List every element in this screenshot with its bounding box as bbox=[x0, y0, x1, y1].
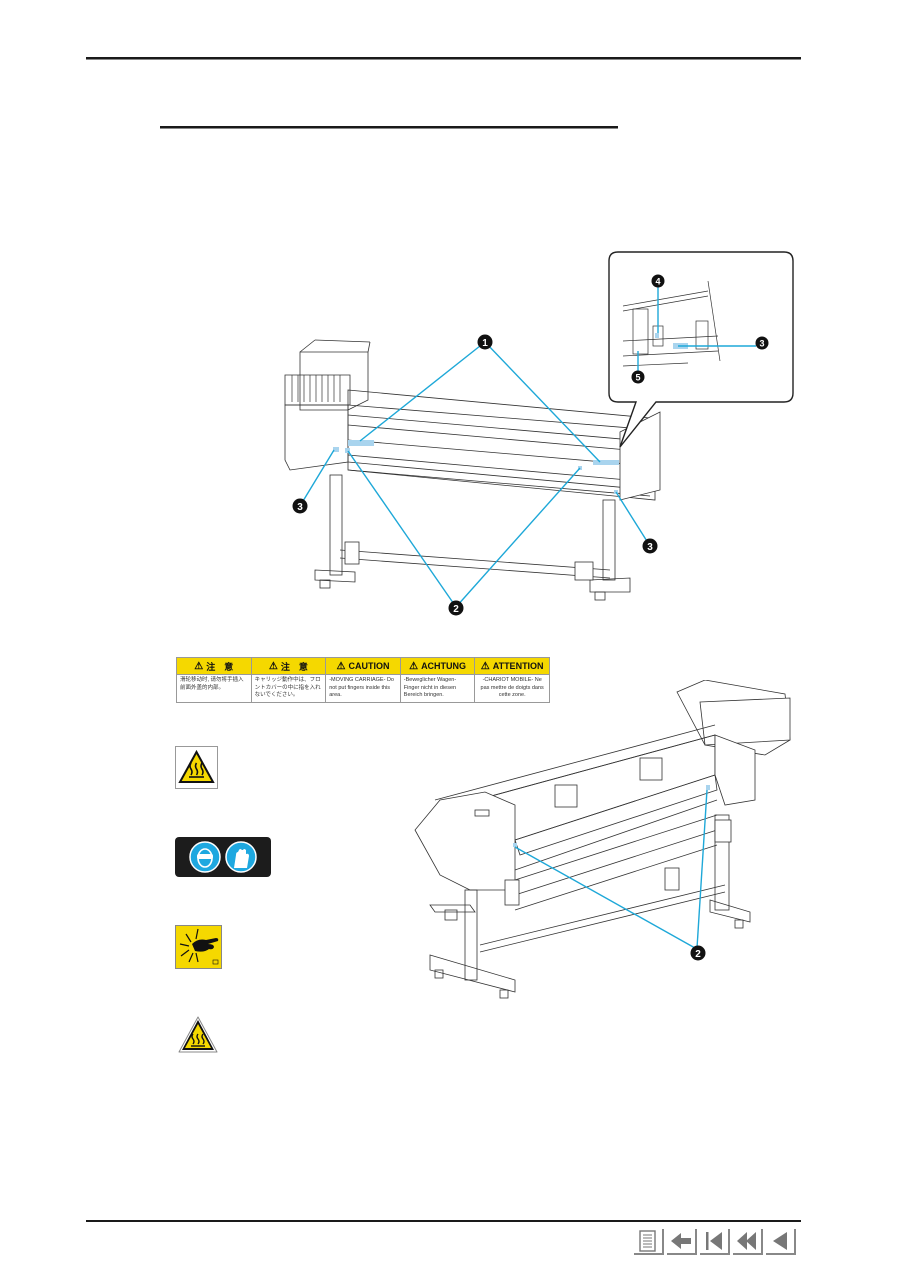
inset-callout-badge-3: 3 bbox=[755, 336, 769, 350]
label-column-english: ⚠CAUTION -MOVING CARRIAGE- Do not put fi… bbox=[326, 658, 401, 702]
detail-inset-bubble: 4 3 5 bbox=[608, 251, 794, 451]
inset-callout-badge-5: 5 bbox=[631, 370, 645, 384]
inset-callout-badge-4: 4 bbox=[651, 274, 665, 288]
hot-surface-caution-icon bbox=[177, 1015, 219, 1055]
svg-text:5: 5 bbox=[635, 373, 640, 383]
warning-triangle-icon: ⚠ bbox=[194, 660, 204, 672]
front-printer-figure: 1 2 3 3 bbox=[270, 330, 670, 620]
arrow-left-icon bbox=[671, 1233, 691, 1249]
svg-text:3: 3 bbox=[759, 339, 764, 349]
svg-text:2: 2 bbox=[453, 604, 459, 615]
rear-printer-figure: 2 bbox=[405, 680, 800, 1010]
previous-page-button[interactable] bbox=[766, 1229, 796, 1255]
svg-text:3: 3 bbox=[297, 502, 303, 513]
warning-triangle-icon: ⚠ bbox=[409, 660, 419, 672]
label-column-french: ⚠ATTENTION -CHARIOT MOBILE- Ne pas mettr… bbox=[475, 658, 549, 702]
warning-triangle-icon: ⚠ bbox=[480, 660, 490, 672]
callout-badge-3-right: 3 bbox=[642, 538, 658, 554]
section-title-underline bbox=[160, 126, 618, 128]
svg-text:1: 1 bbox=[482, 338, 488, 349]
svg-text:3: 3 bbox=[647, 542, 653, 553]
pinch-hazard-icon bbox=[175, 925, 222, 969]
printer-front-illustration bbox=[284, 339, 661, 608]
svg-text:2: 2 bbox=[695, 949, 701, 960]
callout-badge-2: 2 bbox=[448, 600, 464, 616]
footer-rule bbox=[86, 1220, 801, 1222]
svg-text:4: 4 bbox=[655, 277, 660, 287]
skip-to-first-icon bbox=[706, 1232, 722, 1250]
wear-goggles-gloves-icon bbox=[175, 837, 271, 877]
hot-surface-warning-icon bbox=[175, 746, 218, 789]
printer-rear-illustration bbox=[414, 680, 791, 999]
callout-badge-1: 1 bbox=[477, 334, 493, 350]
back-button[interactable] bbox=[667, 1229, 697, 1255]
label-column-japanese: ⚠注 意 キャリッジ動作中は、フロントカバーの中に指を入れないでください。 bbox=[251, 658, 327, 702]
previous-chapter-button[interactable] bbox=[733, 1229, 763, 1255]
header-rule bbox=[86, 57, 801, 59]
triangle-left-icon bbox=[773, 1232, 787, 1250]
warning-triangle-icon: ⚠ bbox=[336, 660, 346, 672]
label-column-german: ⚠ACHTUNG -Beweglicher Wagen- Finger nich… bbox=[400, 658, 476, 702]
document-list-icon bbox=[639, 1230, 656, 1252]
double-chevron-left-icon bbox=[737, 1232, 756, 1250]
callout-badge-3-left: 3 bbox=[292, 498, 308, 514]
first-page-button[interactable] bbox=[700, 1229, 730, 1255]
contents-button[interactable] bbox=[634, 1229, 664, 1255]
moving-carriage-caution-label: ⚠注 意 滑轮移动时, 请勿将手插入前面外盖的内部。 ⚠注 意 キャリッジ動作中… bbox=[176, 657, 550, 703]
warning-triangle-icon: ⚠ bbox=[268, 660, 278, 672]
page-navigation bbox=[634, 1229, 796, 1255]
rear-callout-badge-2: 2 bbox=[690, 945, 706, 961]
label-column-chinese: ⚠注 意 滑轮移动时, 请勿将手插入前面外盖的内部。 bbox=[177, 658, 252, 702]
